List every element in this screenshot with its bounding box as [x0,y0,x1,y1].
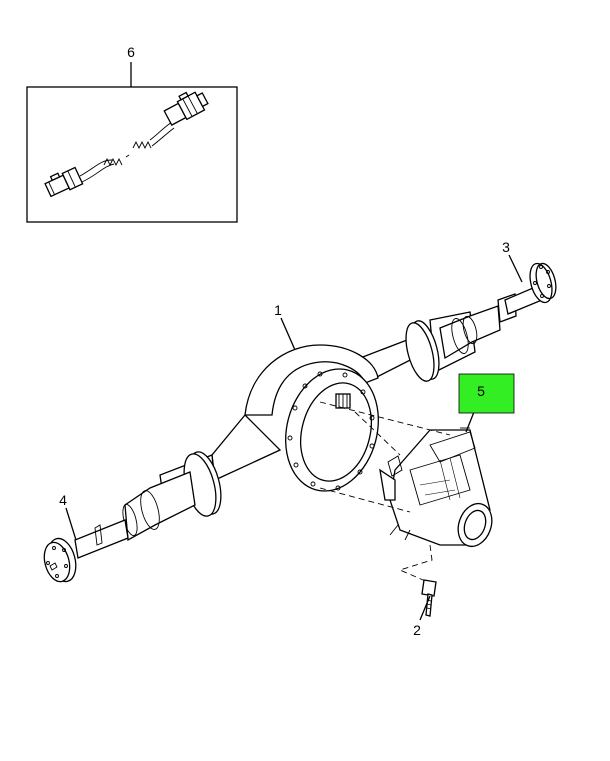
spring-left [103,157,123,167]
leader-1 [280,317,296,351]
leader-3 [508,254,523,283]
callout-6[interactable]: 6 [127,44,135,60]
spring-right [132,140,152,150]
callout-5-highlight[interactable] [458,373,515,414]
callout-2[interactable]: 2 [413,622,421,638]
callout-4[interactable]: 4 [59,492,67,508]
axle-shaft-right-icon [504,262,557,315]
wiring-harness-icon [44,91,209,198]
leader-4 [65,507,77,541]
wiring-harness-inset [26,86,238,223]
inset-frame [26,86,238,223]
assembly-guide-lines [319,401,451,584]
differential-carrier-icon [379,427,493,548]
callout-1[interactable]: 1 [274,302,282,318]
bolt-icon [421,579,437,617]
leader-2 [419,595,431,621]
axle-shaft-left-icon [43,519,129,583]
housing-flange [285,368,379,492]
callout-3[interactable]: 3 [502,239,510,255]
callout-5[interactable]: 5 [477,383,485,399]
